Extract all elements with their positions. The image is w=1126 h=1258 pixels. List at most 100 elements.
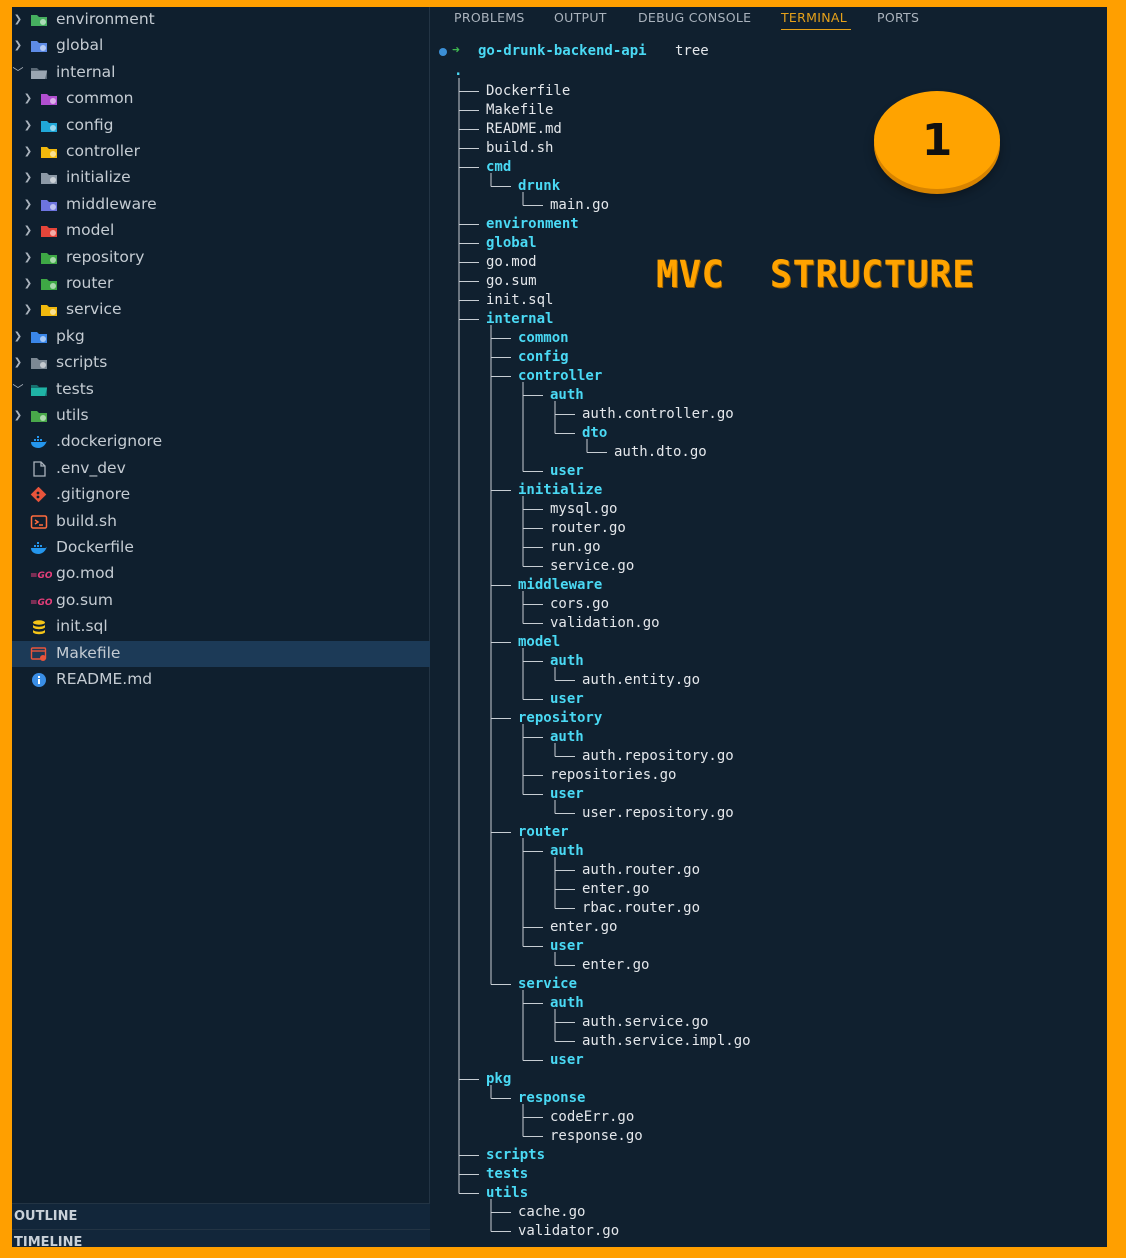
- tree-file: user.repository.go: [582, 805, 734, 821]
- timeline-section-header[interactable]: TIMELINE: [12, 1229, 430, 1247]
- tree-file: enter.go: [550, 919, 618, 935]
- chevron-right-icon[interactable]: ❯: [13, 330, 23, 342]
- tree-directory: user: [550, 938, 584, 954]
- explorer-item-label: service: [66, 300, 122, 319]
- bottom-panel: PROBLEMS OUTPUT DEBUG CONSOLE TERMINAL PORTS…: [431, 7, 1107, 1247]
- chevron-down-icon[interactable]: ﹀: [12, 65, 24, 79]
- chevron-right-icon[interactable]: ❯: [13, 40, 23, 52]
- tree-directory: user: [550, 691, 584, 707]
- chevron-right-icon[interactable]: ❯: [23, 146, 33, 157]
- tree-directory: config: [518, 349, 569, 365]
- tab-problems[interactable]: PROBLEMS: [454, 10, 525, 25]
- tab-output[interactable]: OUTPUT: [554, 10, 607, 25]
- explorer-item-label: init.sql: [56, 617, 108, 636]
- tree-file: repositories.go: [550, 767, 677, 783]
- explorer-folder-middleware[interactable]: ❯ middleware: [12, 192, 430, 218]
- tree-directory: environment: [486, 216, 579, 232]
- chevron-right-icon[interactable]: ❯: [13, 357, 23, 369]
- explorer-folder-tests[interactable]: ﹀tests: [12, 377, 430, 403]
- tab-terminal[interactable]: TERMINAL: [781, 10, 847, 25]
- tree-file: auth.service.impl.go: [582, 1033, 751, 1049]
- tree-file: rbac.router.go: [582, 900, 701, 916]
- tree-file: validator.go: [518, 1223, 620, 1239]
- explorer-folder-pkg[interactable]: ❯pkg: [12, 324, 430, 350]
- folder-config-icon: [40, 118, 58, 134]
- explorer-folder-internal[interactable]: ﹀internal: [12, 60, 430, 86]
- tree-file: Dockerfile: [486, 83, 571, 99]
- tree-file: init.sql: [486, 292, 554, 308]
- explorer-folder-config[interactable]: ❯ config: [12, 113, 430, 139]
- explorer-item-label: utils: [56, 406, 89, 424]
- explorer-item-label: .dockerignore: [56, 432, 163, 451]
- go-icon: =GO: [30, 593, 53, 609]
- explorer-folder-scripts[interactable]: ❯scripts: [12, 350, 430, 376]
- explorer-file-dockerfile[interactable]: Dockerfile: [12, 535, 430, 561]
- explorer-item-label: environment: [56, 10, 155, 28]
- explorer-folder-controller[interactable]: ❯controller: [12, 139, 430, 165]
- tree-directory: model: [518, 634, 561, 650]
- editor-window: OUTLINE TIMELINE ❯ environment ❯global﹀int…: [12, 7, 1107, 1247]
- tree-directory: auth: [550, 387, 584, 403]
- folder-controller-icon: [40, 144, 58, 160]
- tab-debug-console[interactable]: DEBUG CONSOLE: [638, 10, 752, 25]
- explorer-item-label: go.mod: [56, 564, 115, 583]
- tree-file: build.sh: [486, 140, 554, 156]
- chevron-down-icon[interactable]: ﹀: [12, 382, 24, 396]
- chevron-right-icon[interactable]: ❯: [13, 14, 23, 25]
- chevron-right-icon[interactable]: ❯: [23, 172, 33, 184]
- explorer-file-init-sql[interactable]: init.sql: [12, 614, 430, 640]
- explorer-file-gitignore[interactable]: .gitignore: [12, 482, 430, 508]
- explorer-folder-service[interactable]: ❯ service: [12, 297, 430, 323]
- tree-directory: response: [518, 1090, 586, 1106]
- chevron-right-icon[interactable]: ❯: [23, 304, 33, 316]
- tree-file: auth.dto.go: [614, 444, 707, 460]
- chevron-right-icon[interactable]: ❯: [23, 93, 33, 105]
- explorer-folder-global[interactable]: ❯global: [12, 33, 430, 59]
- chevron-right-icon[interactable]: ❯: [23, 251, 33, 263]
- docker-icon: [30, 540, 48, 556]
- explorer-folder-initialize[interactable]: ❯initialize: [12, 165, 430, 191]
- explorer-folder-utils[interactable]: ❯ utils: [12, 403, 430, 429]
- explorer-item-label: Dockerfile: [56, 538, 134, 556]
- explorer-file-build-sh[interactable]: build.sh: [12, 509, 430, 535]
- explorer-item-label: model: [66, 221, 115, 240]
- chevron-right-icon[interactable]: ❯: [13, 410, 23, 421]
- chevron-right-icon[interactable]: ❯: [23, 198, 33, 210]
- outline-section-header[interactable]: OUTLINE: [12, 1203, 430, 1229]
- explorer-file-env-dev[interactable]: .env_dev: [12, 456, 430, 482]
- explorer-folder-environment[interactable]: ❯ environment: [12, 7, 430, 33]
- tree-file: enter.go: [582, 881, 650, 897]
- tree-guide-lines: [458, 78, 607, 1232]
- explorer-file-go-mod[interactable]: =GO go.mod: [12, 561, 430, 587]
- explorer-item-label: config: [66, 115, 114, 134]
- svg-text:=GO: =GO: [30, 571, 52, 581]
- chevron-right-icon[interactable]: ❯: [23, 278, 33, 289]
- prompt-command: tree: [675, 43, 709, 59]
- explorer-file-readme-md[interactable]: README.md: [12, 667, 430, 693]
- tab-ports[interactable]: PORTS: [877, 10, 920, 25]
- file-explorer: OUTLINE TIMELINE ❯ environment ❯global﹀int…: [12, 7, 430, 1247]
- tree-file: main.go: [550, 197, 610, 213]
- tree-file: go.sum: [486, 273, 537, 289]
- chevron-right-icon[interactable]: ❯: [23, 119, 33, 131]
- chevron-right-icon[interactable]: ❯: [23, 225, 33, 237]
- explorer-folder-router[interactable]: ❯router: [12, 271, 430, 297]
- explorer-folder-common[interactable]: ❯common: [12, 86, 430, 112]
- explorer-item-label: middleware: [66, 194, 157, 213]
- folder-repository-icon: [40, 250, 58, 266]
- annotation-title: MVC STRUCTURE: [656, 253, 975, 296]
- explorer-item-label: .gitignore: [56, 485, 131, 504]
- folder-pkg-icon: [30, 329, 48, 345]
- tree-file: run.go: [550, 539, 601, 555]
- explorer-file-makefile[interactable]: Makefile: [12, 640, 430, 667]
- explorer-item-label: build.sh: [56, 511, 117, 530]
- explorer-folder-model[interactable]: ❯ model: [12, 218, 430, 244]
- folder-open-icon: [30, 65, 48, 81]
- explorer-file-dockerignore[interactable]: .dockerignore: [12, 429, 430, 455]
- docker-icon: [30, 434, 48, 450]
- tree-file: service.go: [550, 558, 635, 574]
- explorer-folder-repository[interactable]: ❯repository: [12, 245, 430, 271]
- tree-directory: auth: [550, 729, 584, 745]
- tree-file: router.go: [550, 520, 626, 536]
